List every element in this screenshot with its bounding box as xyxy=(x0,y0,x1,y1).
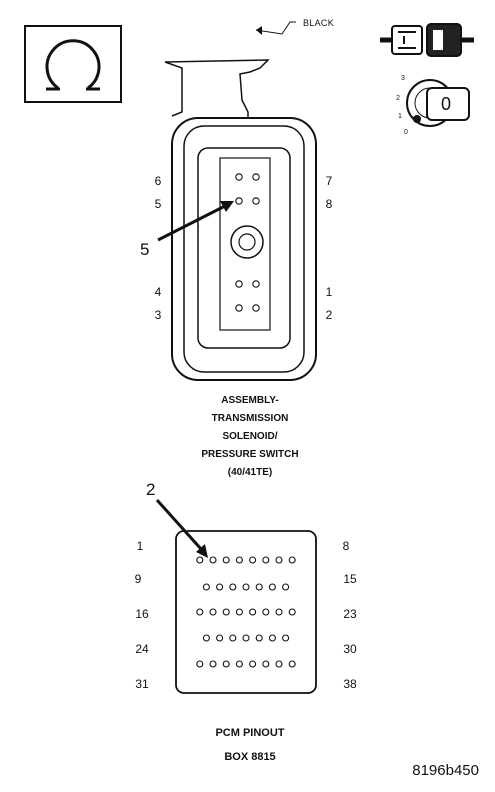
pcm-pin xyxy=(202,634,210,642)
solenoid-pin-5: 5 xyxy=(154,197,162,211)
pcm-pin xyxy=(209,660,217,668)
pcm-pin xyxy=(282,583,290,591)
caption-line: SOLENOID/ xyxy=(222,431,278,442)
pcm-pin xyxy=(275,556,283,564)
pcm-pin xyxy=(255,634,263,642)
pcm-pin xyxy=(235,556,243,564)
caption-line: TRANSMISSION xyxy=(211,413,289,424)
key-position-3: 3 xyxy=(401,75,405,82)
caption-line: PRESSURE SWITCH xyxy=(201,449,299,460)
pcm-pin xyxy=(202,583,210,591)
pcm-row-5-start: 31 xyxy=(135,677,149,691)
caption-line: (40/41TE) xyxy=(227,467,273,478)
black-wire-label: BLACK xyxy=(303,18,335,28)
solenoid-pin-8: 8 xyxy=(325,197,333,211)
solenoid-pin-2: 2 xyxy=(325,308,333,322)
pcm-pin xyxy=(229,583,237,591)
pcm-row-3-end: 23 xyxy=(343,607,357,621)
pcm-pin xyxy=(268,583,276,591)
solenoid-assembly-caption: ASSEMBLY- TRANSMISSION SOLENOID/ PRESSUR… xyxy=(150,392,350,482)
solenoid-connector xyxy=(164,59,317,381)
pcm-pin xyxy=(249,608,257,616)
black-wire-leader xyxy=(255,21,296,35)
solenoid-pin-1: 1 xyxy=(325,285,333,299)
pcm-pin xyxy=(268,634,276,642)
pcm-pin xyxy=(222,608,230,616)
pcm-row-5-end: 38 xyxy=(343,677,357,691)
pcm-row-2-start: 9 xyxy=(134,572,142,586)
pcm-pin xyxy=(255,583,263,591)
pcm-row-2-end: 15 xyxy=(343,572,357,586)
figure-reference: 8196b450 xyxy=(412,762,479,779)
solenoid-pin-4: 4 xyxy=(154,285,162,299)
pcm-pin xyxy=(229,634,237,642)
pcm-pin-grid xyxy=(196,556,296,668)
solenoid-pin-7: 7 xyxy=(325,174,333,188)
pcm-row-1-end: 8 xyxy=(342,539,350,553)
solenoid-pin-6: 6 xyxy=(154,174,162,188)
pcm-pin xyxy=(288,556,296,564)
pcm-pin xyxy=(209,556,217,564)
callout-arrow-pcm xyxy=(155,498,208,558)
pcm-row-4-end: 30 xyxy=(343,642,357,656)
key-label: 0 xyxy=(441,94,452,114)
pcm-pin xyxy=(249,556,257,564)
pcm-pin xyxy=(262,556,270,564)
pcm-pin xyxy=(209,608,217,616)
pcm-row-1-start: 1 xyxy=(136,539,144,553)
pcm-pin xyxy=(282,634,290,642)
caption-line: ASSEMBLY- xyxy=(221,395,279,406)
ohmmeter-icon xyxy=(24,25,122,103)
pcm-pin xyxy=(288,608,296,616)
pcm-pin xyxy=(235,660,243,668)
pcm-pin xyxy=(216,634,224,642)
pcm-row-3-start: 16 xyxy=(135,607,149,621)
pcm-pin xyxy=(196,556,204,564)
pcm-pin xyxy=(222,556,230,564)
pcm-pin xyxy=(222,660,230,668)
pcm-row-4-start: 24 xyxy=(135,642,149,656)
ignition-switch-icon xyxy=(406,79,470,127)
callout-arrow-solenoid xyxy=(157,201,234,242)
pcm-pin xyxy=(288,660,296,668)
key-position-2: 2 xyxy=(396,95,400,102)
pcm-subtitle: BOX 8815 xyxy=(224,751,276,763)
pcm-connector xyxy=(175,530,317,694)
pcm-caption: PCM PINOUT BOX 8815 xyxy=(150,721,350,769)
key-position-1: 1 xyxy=(398,113,402,120)
pcm-pin xyxy=(242,634,250,642)
pcm-pin xyxy=(196,608,204,616)
solenoid-pin-3: 3 xyxy=(154,308,162,322)
callout-number-pcm: 2 xyxy=(146,480,156,499)
pcm-pin xyxy=(216,583,224,591)
pcm-pin xyxy=(262,608,270,616)
pcm-pin xyxy=(249,660,257,668)
key-position-0: 0 xyxy=(404,129,408,136)
pcm-pin xyxy=(242,583,250,591)
callout-number-solenoid: 5 xyxy=(140,240,150,259)
pcm-pin xyxy=(235,608,243,616)
pcm-title: PCM PINOUT xyxy=(215,727,285,739)
pcm-pin xyxy=(275,608,283,616)
disconnect-connector-icon xyxy=(380,23,474,57)
pcm-pin xyxy=(196,660,204,668)
pcm-pin xyxy=(262,660,270,668)
pcm-pin xyxy=(275,660,283,668)
